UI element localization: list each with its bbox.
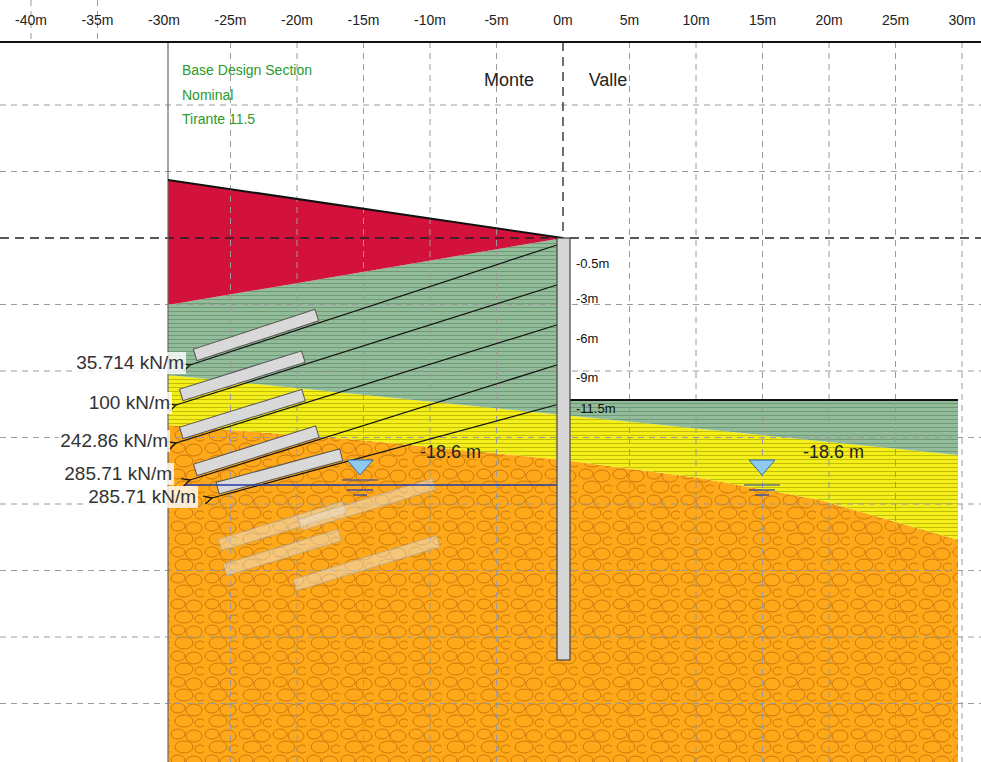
section-note: Nominal — [182, 87, 233, 103]
anchor-line — [176, 323, 563, 443]
depth-label: -6m — [576, 332, 598, 347]
axis-tick-label: -20m — [281, 12, 313, 28]
side-label: Monte — [484, 70, 534, 91]
side-label: Valle — [589, 70, 628, 91]
axis-tick-label: -15m — [348, 12, 380, 28]
depth-label: -11.5m — [576, 402, 616, 417]
axis-tick-label: -35m — [82, 12, 114, 28]
axis-tick-label: 15m — [749, 12, 776, 28]
anchor-bulb — [179, 389, 305, 438]
axis-tick-label: -30m — [148, 12, 180, 28]
depth-label: -3m — [576, 292, 598, 307]
axis-tick-label: 0m — [553, 12, 572, 28]
anchor-load: 35.714 kN/m — [74, 352, 186, 374]
depth-label: -9m — [576, 371, 598, 386]
anchor-load: 242.86 kN/m — [58, 430, 170, 452]
water-level: -18.6 m — [420, 442, 481, 463]
axis-tick-label: 30m — [948, 12, 975, 28]
anchor-bulb — [179, 351, 305, 401]
axis-tick-label: -10m — [414, 12, 446, 28]
anchor-load: 285.71 kN/m — [62, 463, 174, 485]
anchor-line — [190, 363, 563, 480]
section-note: Base Design Section — [182, 62, 312, 78]
axis-tick-label: -5m — [484, 12, 508, 28]
axis-tick-label: -40m — [15, 12, 47, 28]
axis-tick-label: -25m — [215, 12, 247, 28]
anchor-line — [176, 283, 563, 405]
axis-tick-label: 20m — [815, 12, 842, 28]
anchor-bulb — [216, 449, 343, 494]
axis-tick-label: 10m — [682, 12, 709, 28]
anchor-load: 100 kN/m — [87, 392, 172, 414]
water-level: -18.6 m — [803, 442, 864, 463]
axis-tick-label: 5m — [620, 12, 639, 28]
anchor-line — [212, 403, 563, 498]
section-note: Tirante 11.5 — [182, 111, 255, 127]
depth-label: -0.5m — [576, 257, 609, 272]
axis-tick-label: 25m — [882, 12, 909, 28]
anchor-load: 285.71 kN/m — [86, 486, 198, 508]
anchor-line — [190, 243, 563, 365]
